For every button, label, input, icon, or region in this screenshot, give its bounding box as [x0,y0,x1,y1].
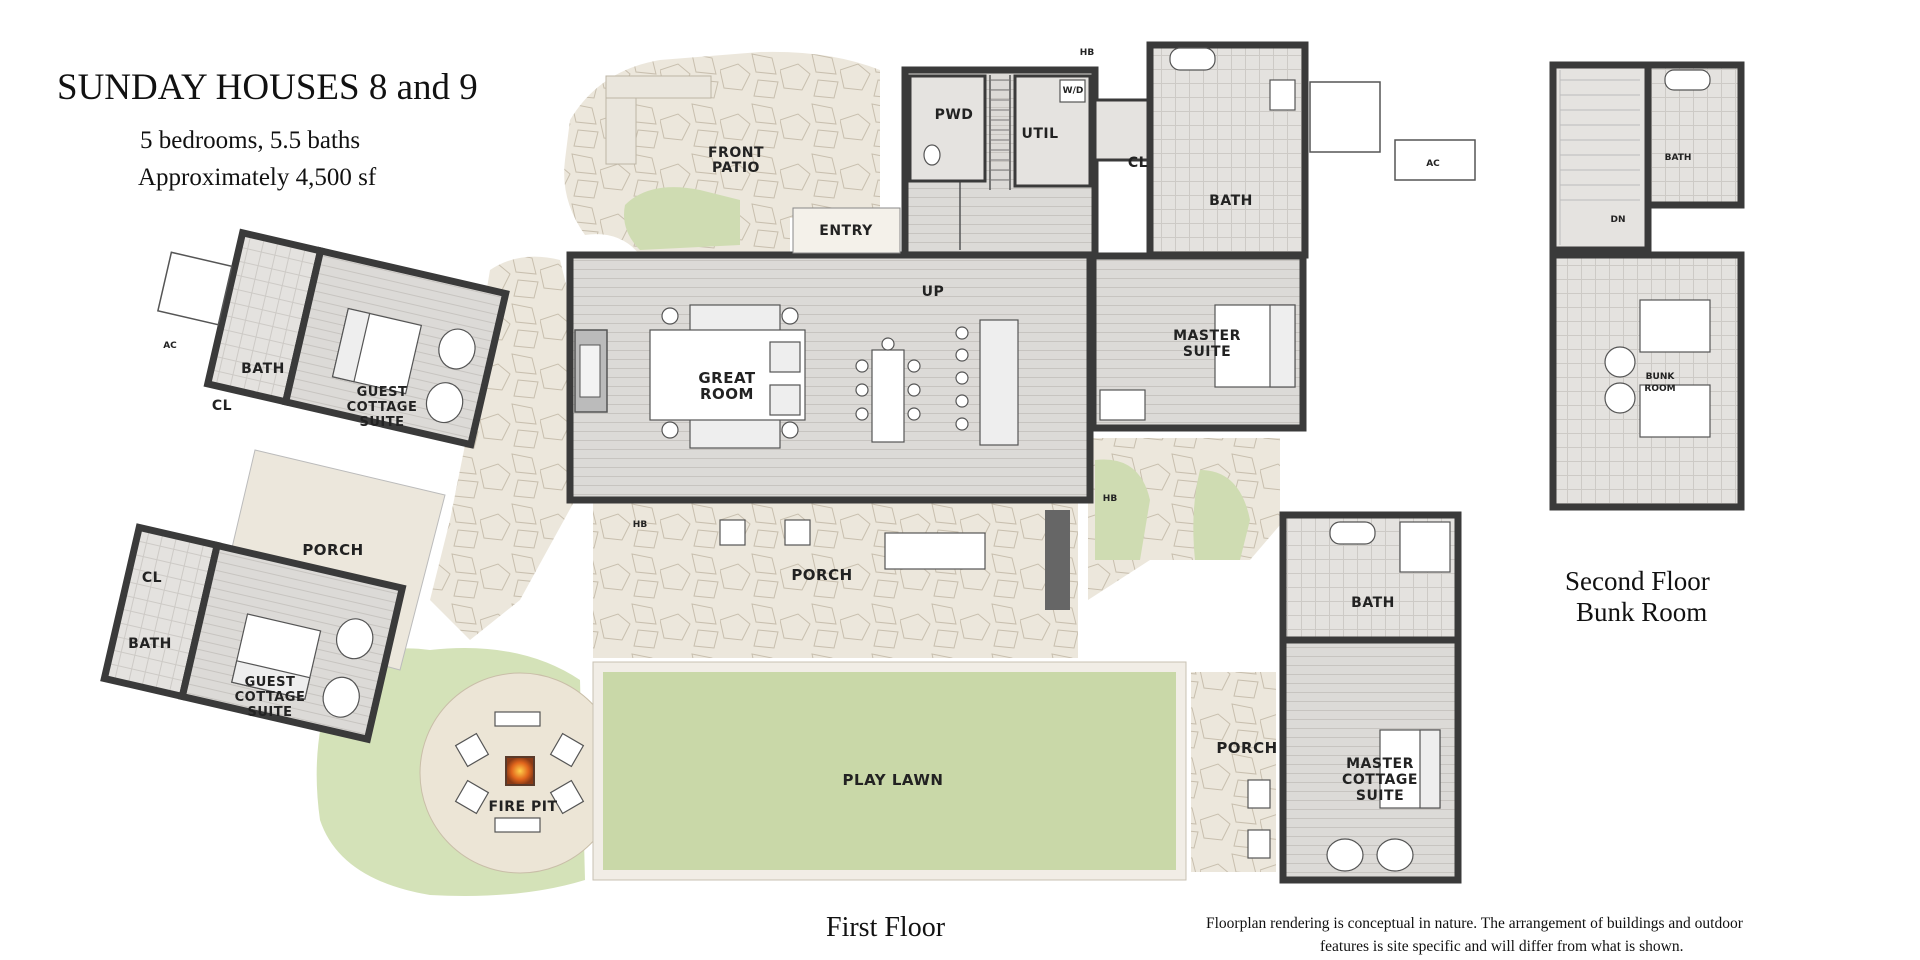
stair-down-label: DN [1610,215,1625,225]
master-closet-label: CL [1128,155,1148,171]
bunk-room-caption: Bunk Room [1576,597,1708,627]
hose-bib-label: HB [633,520,648,530]
master-cottage-label: COTTAGE [1342,772,1418,788]
cottage-bath-label: BATH [1351,595,1395,611]
fire-pit-area [454,711,585,833]
bunk-room-label: BUNK [1646,372,1676,382]
bedrooms-baths-text: 5 bedrooms, 5.5 baths [140,127,361,154]
fire-pit-icon [505,756,535,786]
master-cottage-label: MASTER [1346,756,1414,772]
great-room-label: ROOM [700,385,754,403]
porch-left-label: PORCH [302,541,363,559]
guest-cottage-2-label: COTTAGE [235,690,306,705]
second-floor [1549,61,1745,511]
guest-cottage-1-label: COTTAGE [347,400,418,415]
powder-room-label: PWD [935,107,974,123]
entry-label: ENTRY [819,223,873,239]
master-cottage [1247,511,1462,884]
guest-cottage-2-label: SUITE [247,705,292,720]
guest-cottage-1-label: GUEST [357,385,408,400]
front-patio-label: PATIO [712,160,760,176]
great-room-label: GREAT [698,369,756,387]
first-floor-caption: First Floor [826,912,946,943]
master-cottage-label: SUITE [1356,788,1404,804]
hose-bib-label: HB [1103,494,1118,504]
guest-cottage-1 [156,228,510,449]
fire-pit-label: FIRE PIT [488,799,557,815]
second-bath-label: BATH [1665,153,1692,163]
master-bath-label: BATH [1209,193,1253,209]
guest-cottage-1-label: SUITE [359,415,404,430]
guest-cottage-2-label: GUEST [245,675,296,690]
page-title: SUNDAY HOUSES 8 and 9 [57,67,478,108]
guest1-closet-label: CL [212,398,232,414]
washer-dryer-label: W/D [1063,86,1084,96]
guest2-closet-label: CL [142,570,162,586]
hose-bib-label: HB [1080,48,1095,58]
room-labels: FRONT PATIO ENTRY PWD UTIL W/D CL BATH A… [128,48,1691,815]
master-suite-label: SUITE [1183,344,1231,360]
bunk-room-label: ROOM [1644,384,1675,394]
porch-main-label: PORCH [791,566,852,584]
porch-furniture [719,510,1070,610]
area-text: Approximately 4,500 sf [138,164,377,191]
guest-cottage-2 [100,523,407,744]
play-lawn-label: PLAY LAWN [843,771,944,789]
master-suite-label: MASTER [1173,328,1241,344]
front-patio-label: FRONT [708,145,764,161]
second-floor-caption: Second Floor [1565,566,1710,596]
ac-unit-label: AC [1426,159,1440,169]
guest2-bath-label: BATH [128,636,172,652]
disclaimer-text: Floorplan rendering is conceptual in nat… [1206,915,1743,932]
disclaimer-text: features is site specific and will diffe… [1320,938,1684,955]
main-house [566,41,1476,504]
porch-right-label: PORCH [1216,739,1277,757]
stair-up-label: UP [922,284,945,300]
ac-left-label: AC [163,341,177,351]
guest1-bath-label: BATH [241,361,285,377]
utility-room-label: UTIL [1021,126,1058,142]
